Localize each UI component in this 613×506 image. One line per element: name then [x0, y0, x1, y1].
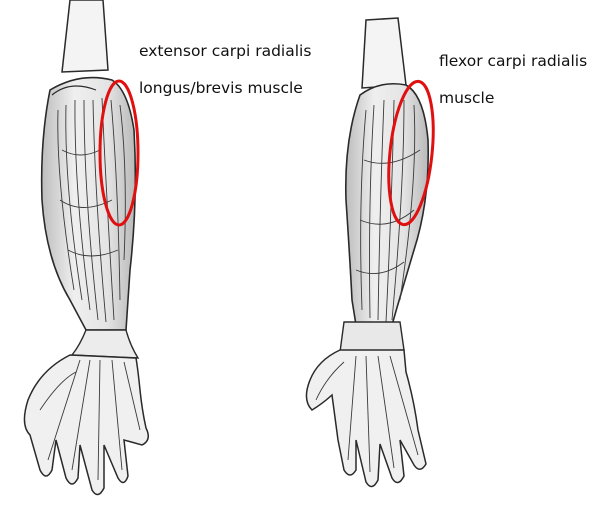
- left-forearm-illustration: [24, 0, 148, 495]
- extensor-label-line1: extensor carpi radialis: [139, 44, 311, 60]
- right-forearm-illustration: [306, 18, 428, 487]
- extensor-label-line2: longus/brevis muscle: [139, 81, 303, 97]
- flexor-label-line2: muscle: [439, 91, 494, 107]
- flexor-label-line1: flexor carpi radialis: [439, 54, 587, 70]
